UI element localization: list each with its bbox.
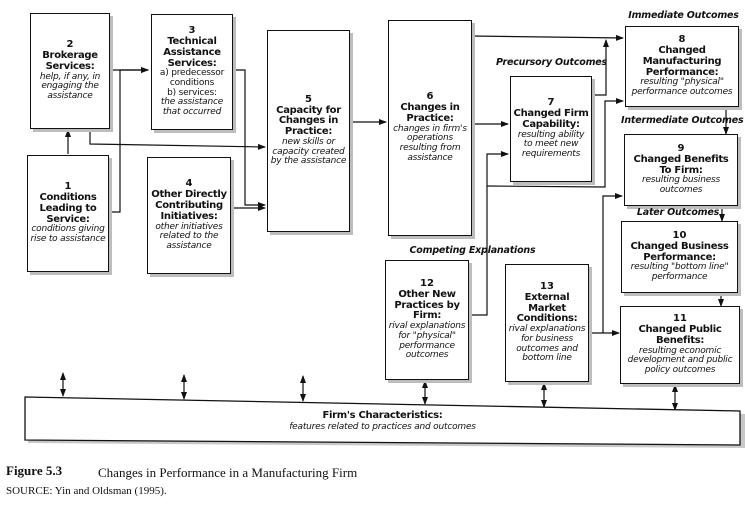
label-intermediate-outcomes: Intermediate Outcomes	[621, 115, 744, 126]
arrow-1-to-3	[108, 67, 149, 213]
arrow-12-to-7	[470, 151, 509, 316]
box-13-external-market: 13 External Market Conditions: rival exp…	[505, 264, 589, 382]
arrow-2-to-5	[89, 128, 266, 150]
arrow-7-to-8	[592, 39, 609, 96]
firm-characteristics-desc: features related to practices and outcom…	[289, 422, 476, 432]
arrow-3-to-5	[232, 69, 266, 208]
box-5-capacity: 5 Capacity for Changes in Practice: new …	[267, 30, 350, 232]
arrow-13-to-9	[602, 193, 623, 333]
firm-characteristics-text: Firm's Characteristics: features related…	[25, 410, 740, 433]
label-immediate-outcomes: Immediate Outcomes	[628, 10, 739, 21]
box-8-changed-manufacturing: 8 Changed Manufacturing Performance: res…	[625, 26, 739, 107]
box-10-changed-business-performance: 10 Changed Business Performance: resulti…	[621, 221, 738, 293]
figure-title: Changes in Performance in a Manufacturin…	[98, 465, 358, 480]
firm-characteristics-title: Firm's Characteristics:	[322, 410, 443, 421]
box-9-changed-benefits: 9 Changed Benefits To Firm: resulting bu…	[624, 134, 738, 206]
label-competing-explanations: Competing Explanations	[409, 245, 536, 256]
box-1-conditions: 1 Conditions Leading to Service: conditi…	[27, 155, 109, 272]
box-12-other-new-practices: 12 Other New Practices by Firm: rival ex…	[385, 260, 469, 380]
label-later-outcomes: Later Outcomes	[636, 207, 720, 218]
figure-number: Figure 5.3	[6, 463, 63, 478]
box-3-technical-assistance: 3 Technical Assistance Services: a) pred…	[151, 14, 233, 130]
box-4-other-initiatives: 4 Other Directly Contributing Initiative…	[147, 157, 231, 274]
box-7-changed-firm-capability: 7 Changed Firm Capability: resulting abi…	[510, 76, 592, 182]
firm-characteristics-box	[24, 396, 741, 446]
box-11-changed-public-benefits: 11 Changed Public Benefits: resulting ec…	[620, 306, 740, 384]
label-precursory-outcomes: Precursory Outcomes	[496, 57, 607, 68]
box-6-changes-in-practice: 6 Changes in Practice: changes in firm's…	[388, 20, 472, 236]
arrow-7-to-9	[486, 98, 624, 188]
arrow-6-to-8	[471, 34, 624, 41]
box-2-brokerage-services: 2 Brokerage Services: help, if any, in e…	[30, 13, 110, 129]
figure-source: SOURCE: Yin and Oldsman (1995).	[6, 485, 167, 497]
